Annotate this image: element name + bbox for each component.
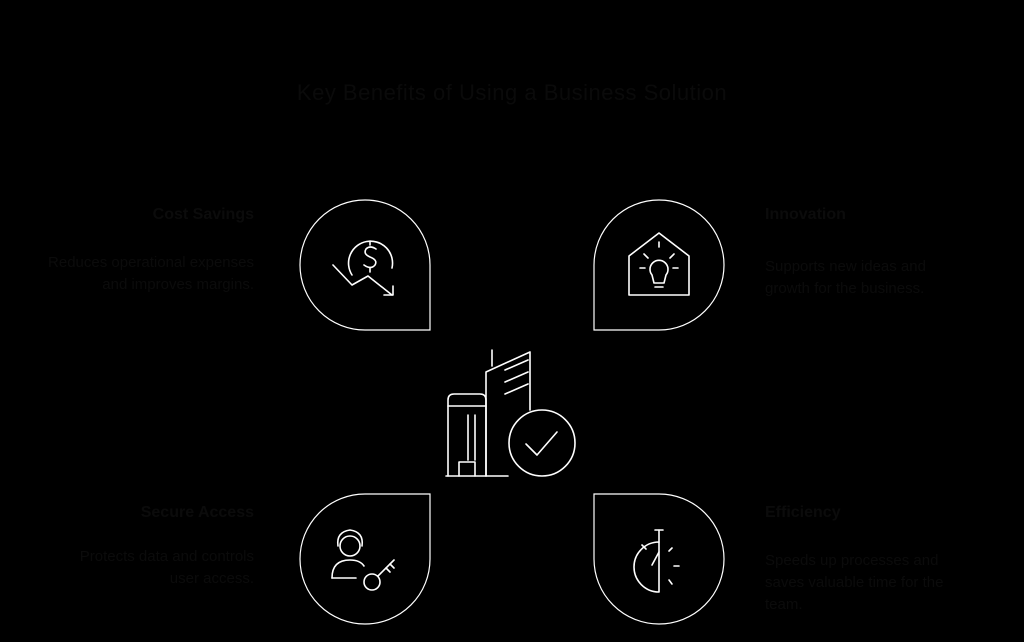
dollar-down-icon xyxy=(332,240,394,296)
petal-bottom-left xyxy=(299,493,431,625)
person-key-icon xyxy=(331,529,395,591)
item-desc-cost-savings: Reduces operational expenses and improve… xyxy=(48,254,254,293)
stopwatch-icon xyxy=(633,529,680,593)
diagram-title: Key Benefits of Using a Business Solutio… xyxy=(296,80,728,105)
item-title-secure-access: Secure Access xyxy=(140,504,254,521)
item-desc-innovation: Supports new ideas and growth for the bu… xyxy=(765,258,926,297)
house-bulb-icon xyxy=(628,232,690,296)
item-desc-efficiency: Speeds up processes and saves valuable t… xyxy=(765,552,944,613)
item-title-innovation: Innovation xyxy=(765,206,846,223)
petal-top-right xyxy=(593,199,725,331)
item-title-efficiency: Efficiency xyxy=(765,504,841,521)
item-title-cost-savings: Cost Savings xyxy=(152,206,254,223)
buildings-check-icon xyxy=(445,349,576,477)
item-desc-secure-access: Protects data and controls user access. xyxy=(79,548,254,587)
